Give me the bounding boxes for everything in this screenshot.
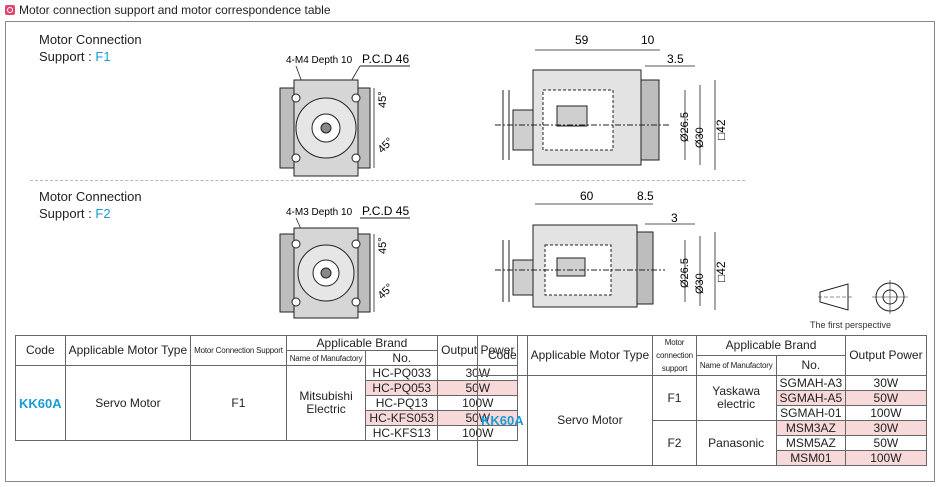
f1-angle-bottom: 45°: [376, 136, 396, 156]
header-brand: Applicable Brand: [285, 335, 439, 351]
f1-dim-length: 59: [575, 33, 589, 47]
support-label-line2: Support : F1: [39, 49, 111, 64]
support-label-line2: Support : F2: [39, 206, 111, 221]
f2-angle-bottom: 45°: [376, 282, 396, 302]
table-row-no: HC-PQ053: [365, 380, 439, 396]
table-row-no: SGMAH-A5: [775, 390, 847, 406]
section-header: Motor connection support and motor corre…: [5, 3, 331, 17]
header-number: No.: [365, 350, 439, 366]
table-row-power: 30W: [845, 375, 927, 391]
f2-dim-square: □42: [714, 261, 728, 282]
f1-dim-flange: 10: [641, 33, 655, 47]
support-cell-f2: F2: [652, 420, 697, 466]
header-motor-type: Applicable Motor Type: [526, 335, 654, 376]
f1-front-view: 4-M4 Depth 10 P.C.D 46 45° 45°: [279, 52, 410, 177]
support-cell: F1: [190, 365, 287, 441]
support-f1-label: Motor Connection Support : F1: [39, 31, 142, 65]
f2-side-view: 60 8.5 3 Ø26.5 Ø30 □42: [495, 190, 728, 310]
manufacturer-cell-yaskawa: Yaskawa electric: [695, 375, 777, 421]
f2-angle-top: 45°: [377, 237, 389, 254]
table-row-no: MSM01: [775, 450, 847, 466]
f1-dim-d1: Ø26.5: [679, 112, 691, 142]
support-code: F1: [95, 49, 111, 64]
f2-dim-d1: Ø26.5: [679, 258, 691, 288]
f2-dim-d2: Ø30: [694, 273, 706, 294]
f2-pcd-note: P.C.D 45: [362, 204, 409, 218]
header-power: Output Power: [845, 335, 927, 376]
table-row-power: 100W: [845, 450, 927, 466]
header-code: Code: [15, 335, 66, 366]
support-label-line1: Motor Connection: [39, 189, 142, 204]
f2-dim-flange: 8.5: [637, 190, 654, 203]
bullet-icon: [5, 5, 15, 15]
header-code: Code: [477, 335, 528, 376]
header-manufactory: Name of Manufactory: [285, 350, 367, 366]
table-row-power: 50W: [845, 435, 927, 451]
content-frame: [5, 21, 935, 482]
header-support: Motor Connection Support: [190, 335, 287, 366]
table-row-no: MSM3AZ: [775, 420, 847, 436]
f1-pcd-note: P.C.D 46: [362, 52, 409, 66]
manufacturer-cell-panasonic: Panasonic: [695, 420, 777, 466]
motor-type-cell: Servo Motor: [526, 375, 654, 466]
section-title: Motor connection support and motor corre…: [19, 3, 331, 17]
table-row-power: 50W: [845, 390, 927, 406]
table-row-no: SGMAH-01: [775, 405, 847, 421]
f1-holes-note: 4-M4 Depth 10: [286, 55, 353, 66]
table-row-no: HC-PQ13: [365, 395, 439, 411]
table-row-no: SGMAH-A3: [775, 375, 847, 391]
support-code: F2: [95, 206, 111, 221]
f1-angle-top: 45°: [377, 91, 389, 108]
f1-side-view: 59 10 3.5 Ø26.5 Ø30 □42: [495, 33, 728, 170]
code-cell: KK60A: [477, 375, 528, 466]
header-number: No.: [775, 355, 847, 376]
support-label-line1: Motor Connection: [39, 32, 142, 47]
table-row-power: 30W: [845, 420, 927, 436]
f2-holes-note: 4-M3 Depth 10: [286, 207, 353, 218]
first-perspective-symbol: [818, 280, 908, 314]
code-cell: KK60A: [15, 365, 66, 441]
header-motor-type: Applicable Motor Type: [64, 335, 192, 366]
manufacturer-cell: Mitsubishi Electric: [285, 365, 367, 441]
table-row-no: MSM5AZ: [775, 435, 847, 451]
table-row-no: HC-KFS053: [365, 410, 439, 426]
header-support: Motor connection support: [652, 335, 697, 376]
table-row-no: HC-PQ033: [365, 365, 439, 381]
first-perspective-label: The first perspective: [810, 320, 892, 330]
support-cell-f1: F1: [652, 375, 697, 421]
f1-dim-step: 3.5: [667, 52, 684, 66]
f1-dim-square: □42: [714, 119, 728, 140]
table-row-no: HC-KFS13: [365, 425, 439, 441]
f2-dim-step: 3: [671, 211, 678, 225]
header-manufactory: Name of Manufactory: [695, 355, 777, 376]
f1-dim-d2: Ø30: [694, 127, 706, 148]
section-divider: [30, 180, 745, 181]
header-brand: Applicable Brand: [695, 335, 847, 356]
f2-front-view: 4-M3 Depth 10 P.C.D 45 45° 45°: [279, 204, 410, 319]
motor-table-left: Code Applicable Motor Type Motor Connect…: [15, 335, 519, 441]
motor-type-cell: Servo Motor: [64, 365, 192, 441]
support-f2-label: Motor Connection Support : F2: [39, 188, 142, 222]
f2-dim-length: 60: [580, 190, 594, 203]
table-row-power: 100W: [845, 405, 927, 421]
motor-table-right: Code Applicable Motor Type Motor connect…: [477, 335, 927, 466]
